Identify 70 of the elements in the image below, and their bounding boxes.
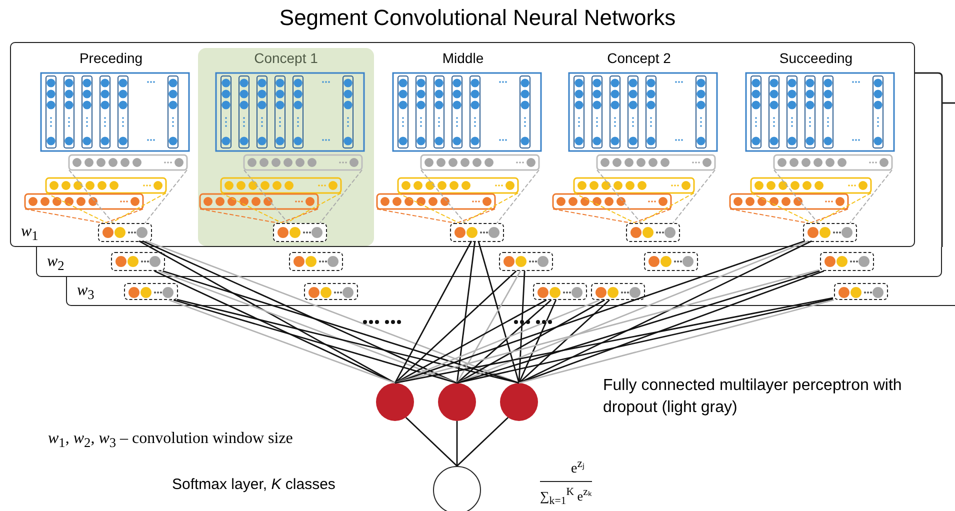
softmax-node (433, 466, 481, 511)
connection-line (405, 417, 458, 466)
legend-note: w$_{1}$, w$_{2}$, w$_{3}$ – convolution window size (48, 430, 293, 452)
connection-line (518, 299, 610, 384)
connection-line (456, 298, 834, 384)
pooled-feature-box (533, 283, 587, 300)
pooled-feature-box (834, 283, 888, 300)
segment-heading: Concept 1 (253, 50, 319, 66)
pooled-feature-box (644, 252, 698, 271)
connection-line (456, 240, 476, 384)
connection-line (478, 240, 520, 384)
formula-numerator: e$^{zⱼ}$ (571, 456, 584, 478)
connection-line (158, 270, 458, 384)
connection-line (168, 299, 396, 384)
connection-line (518, 270, 526, 384)
segment-heading: Succeeding (778, 50, 854, 66)
connection-line (456, 421, 458, 466)
connection-line (518, 240, 812, 384)
pooled-feature-box (304, 283, 358, 300)
connection-line (456, 240, 809, 384)
connection-line (456, 270, 820, 384)
connection-line (162, 270, 520, 384)
connection-line (176, 298, 520, 384)
connection-line (138, 240, 396, 384)
connection-line (154, 270, 396, 384)
connection-line (518, 270, 824, 384)
segment-heading: Concept 2 (606, 50, 672, 66)
connection-line (173, 299, 458, 384)
diagram-title: Segment Convolutional Neural Networks (278, 5, 677, 31)
pooled-feature-box (124, 283, 178, 300)
connection-line (456, 299, 606, 384)
annotation-text: Fully connected multilayer perceptron with dropout (light gray) (603, 376, 903, 418)
layer-panel (36, 247, 942, 277)
pooled-feature-box (111, 252, 165, 271)
connection-line (394, 270, 517, 384)
pooled-feature-box (591, 283, 645, 300)
pooled-feature-box (626, 223, 680, 242)
pooled-feature-box (803, 223, 857, 242)
pooled-feature-box (289, 252, 343, 271)
segment-heading: Preceding (78, 50, 144, 66)
connection-line (518, 300, 557, 384)
connection-line (456, 270, 521, 384)
connection-line (394, 240, 806, 384)
segment-heading: Middle (441, 50, 485, 66)
connection-line (146, 240, 520, 384)
layer-panel (10, 42, 915, 247)
hidden-neuron (500, 383, 538, 421)
window-size-label: w$_{1}$ (21, 222, 38, 244)
layer-caption: Softmax layer, K classes (172, 476, 336, 493)
pooled-feature-box (273, 223, 327, 242)
hidden-neuron (376, 383, 414, 421)
connection-line (394, 297, 834, 384)
pooled-feature-box (98, 223, 152, 242)
connection-line (456, 299, 552, 384)
connection-line (394, 269, 820, 384)
window-size-label: w$_{2}$ (47, 252, 64, 274)
window-size-label: w$_{3}$ (77, 282, 94, 303)
connection-line (394, 299, 547, 384)
connection-line (394, 240, 472, 384)
pooled-feature-box (450, 223, 504, 242)
connection-line (394, 299, 600, 384)
pooled-feature-box (499, 252, 553, 271)
connection-line (518, 299, 834, 384)
connection-line (456, 417, 509, 466)
pooled-feature-box (820, 252, 874, 271)
hidden-neuron (438, 383, 476, 421)
layer-panel (66, 277, 955, 306)
formula-denominator: ∑$_{k=1}$$^{K}$ e$^{zₖ}$ (540, 481, 592, 507)
connection-line (142, 240, 458, 384)
highlight-panel (198, 48, 374, 246)
